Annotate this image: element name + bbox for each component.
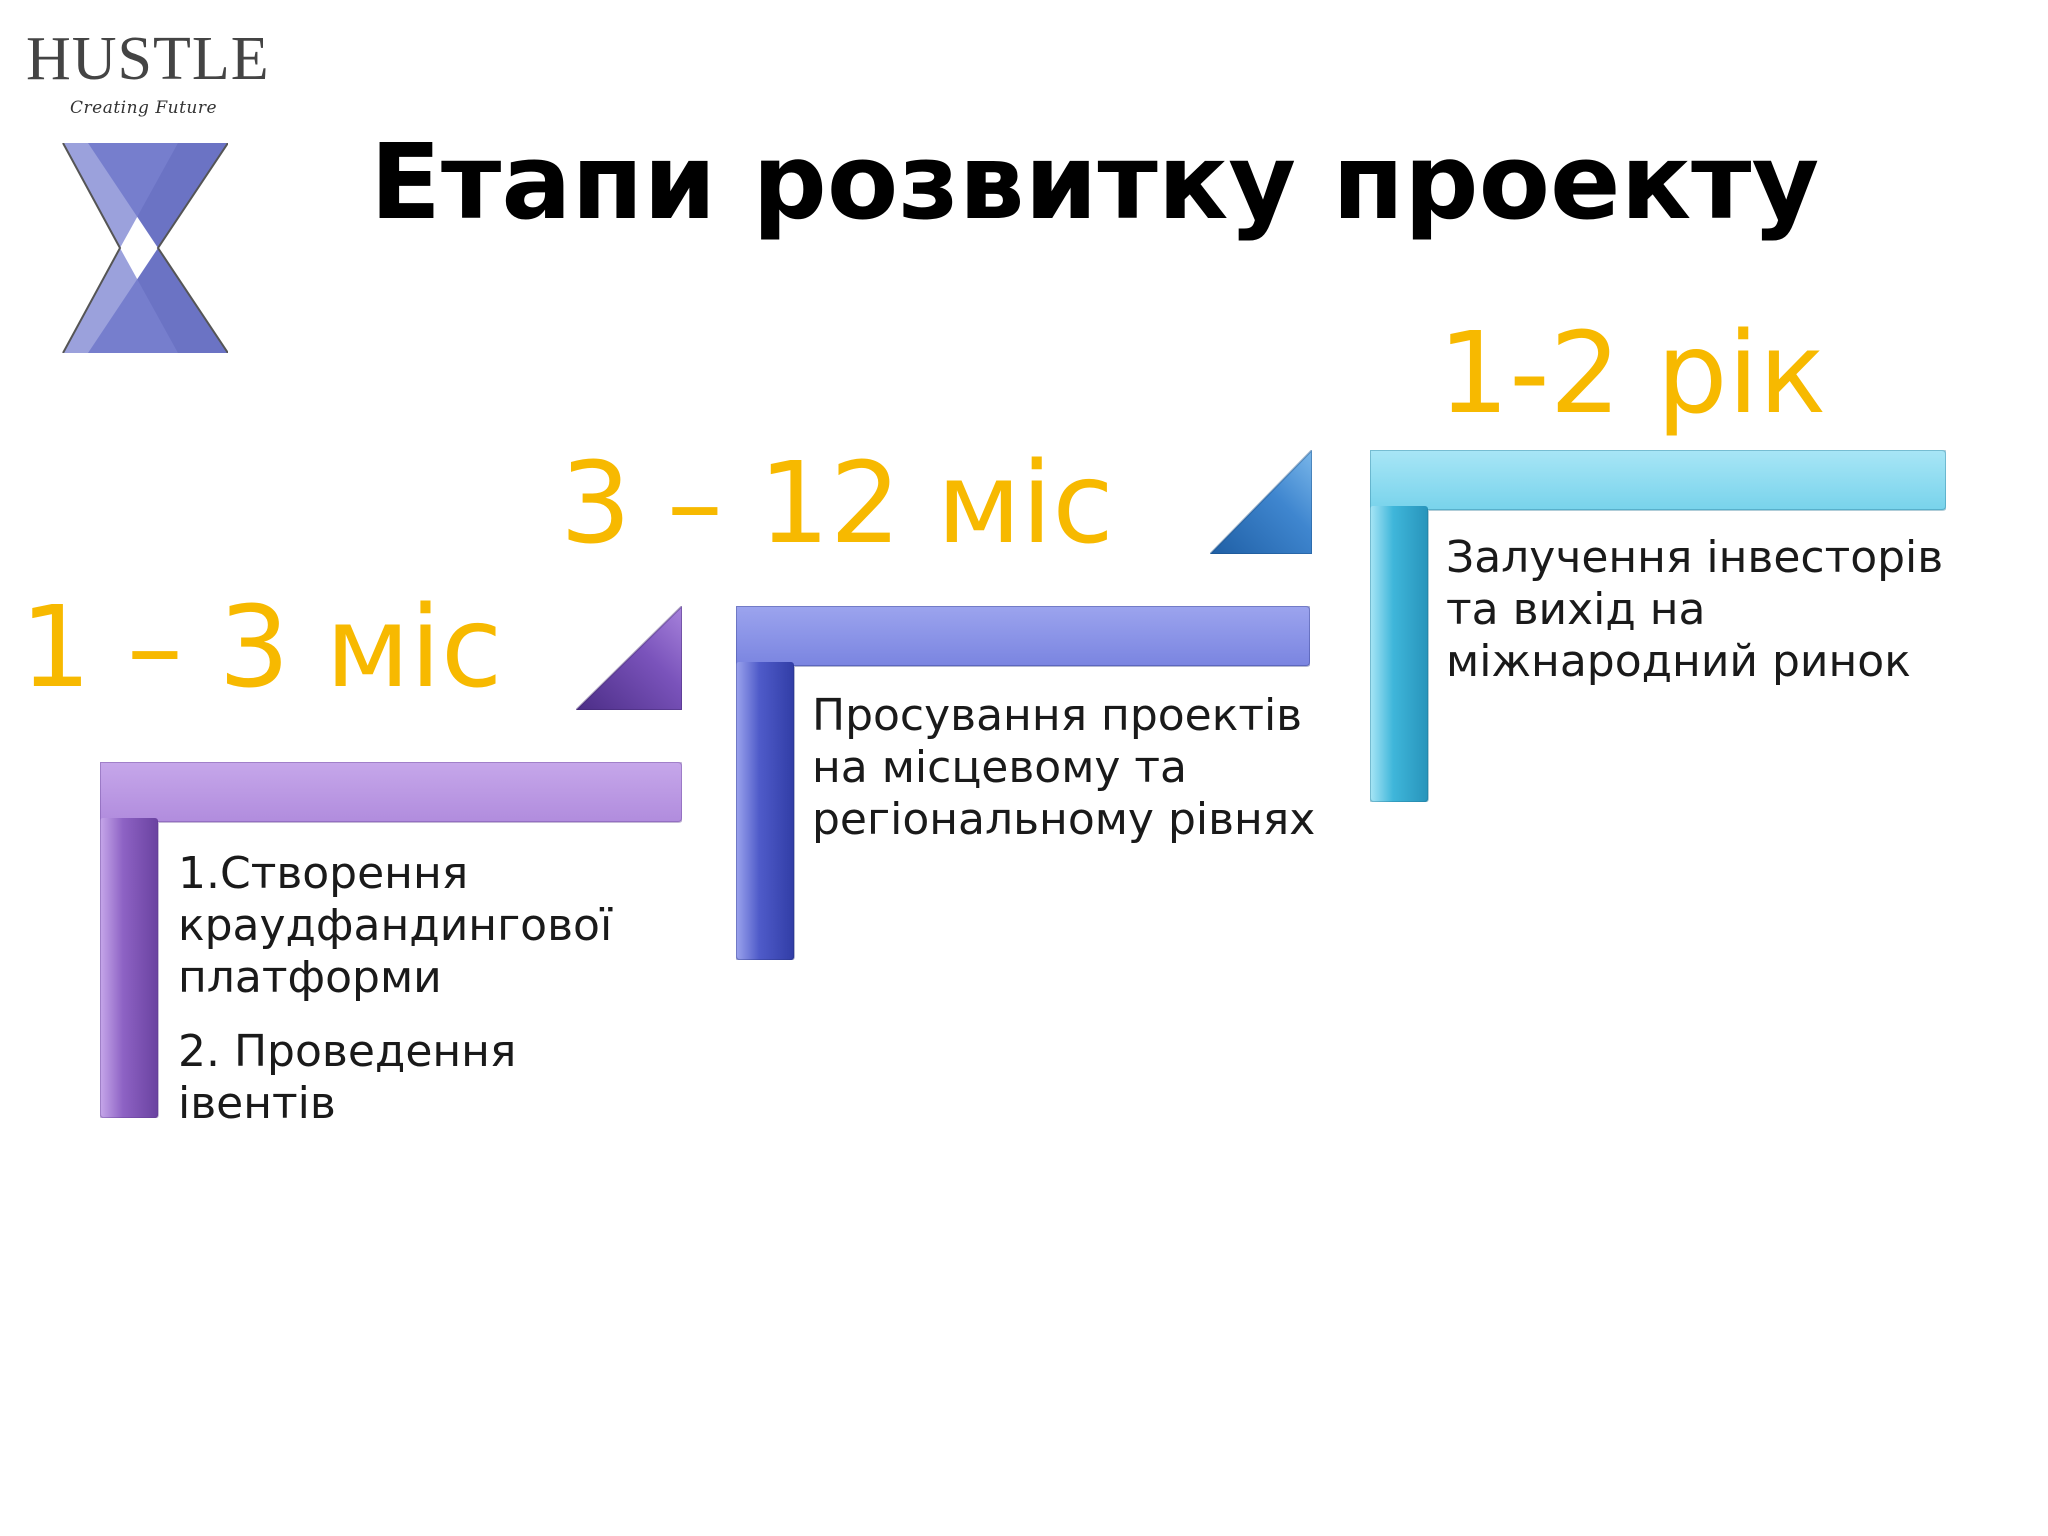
stage-2-description: Просування проектів на місцевому та регі…: [812, 690, 1332, 868]
stage-1-bracket: [100, 762, 682, 1118]
stage-3-bracket: [1370, 450, 1946, 802]
stage-3-period: 1-2 рік: [1438, 309, 1827, 439]
logo: HUSTLE Creating Future: [18, 28, 269, 353]
page-title: Етапи розвитку проекту: [370, 121, 1820, 243]
stage-3-item-1: Залучення інвесторів та вихід на міжнаро…: [1446, 532, 1944, 687]
logo-wordmark: HUSTLE: [26, 25, 270, 93]
stage-1-item-1: 1.Створення краудфандингової платформи: [178, 848, 613, 1003]
logo-tagline: Creating Future: [70, 98, 218, 118]
hourglass-icon: [62, 143, 228, 353]
stage-2-triangle: [1210, 450, 1312, 554]
stage-2-item-1: Просування проектів на місцевому та регі…: [812, 690, 1316, 845]
stage-1-description: 1.Створення краудфандингової платформи 2…: [178, 848, 688, 1152]
stage-1-item-2: 2. Проведення івентів: [178, 1025, 517, 1129]
stage-1-period: 1 – 3 міс: [20, 583, 503, 713]
stage-1-triangle: [576, 606, 682, 710]
stage-3-description: Залучення інвесторів та вихід на міжнаро…: [1446, 532, 2006, 710]
stage-2-bracket: [736, 606, 1310, 960]
stage-2-period: 3 – 12 міс: [560, 439, 1114, 569]
